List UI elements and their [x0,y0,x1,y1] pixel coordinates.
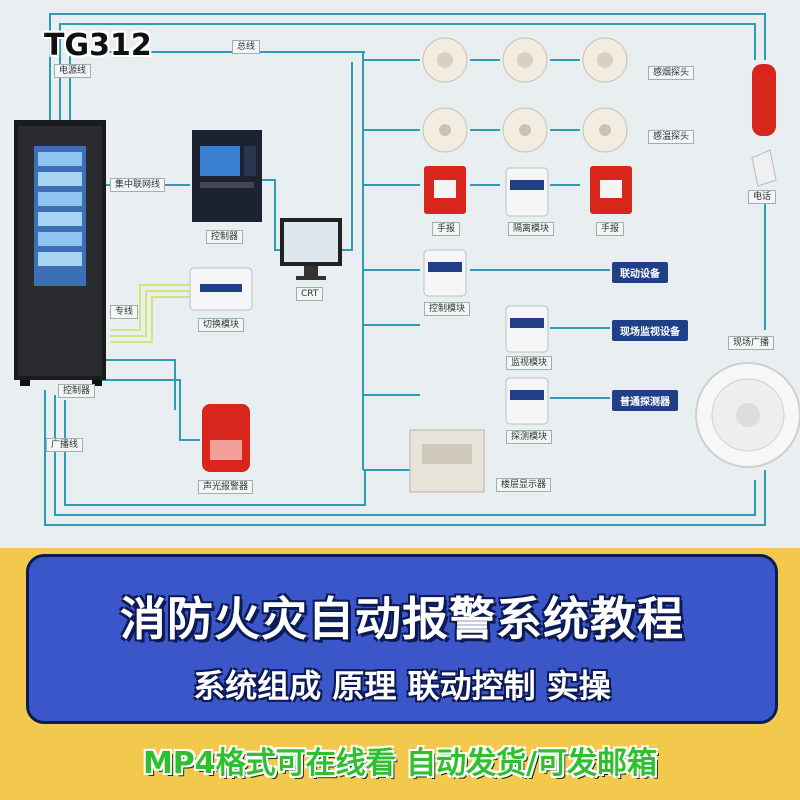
control-cabinet [14,120,106,386]
speaker-device [695,362,800,468]
smoke-detectors [422,37,628,83]
heat-detector-label: 感温探头 [648,130,695,144]
crt-label: CRT [296,287,324,301]
smoke-detector-label: 感烟探头 [648,66,695,80]
product-code: TG312 [44,28,152,63]
heat-detectors [422,107,628,153]
linkage-equipment-box: 联动设备 [612,262,668,283]
controller-device [192,130,262,222]
crt-monitor [280,218,342,280]
isolation-module-label: 隔离模块 [508,222,555,236]
switch-module-device [189,267,253,311]
sound-light-alarm-device [202,404,250,472]
course-subtitle: 系统组成 原理 联动控制 实操 [193,667,611,705]
network-line-label: 集中联网线 [110,178,166,192]
cabinet-controller-label: 控制器 [58,384,96,398]
manual-call-label-right: 手报 [596,222,625,236]
monitor-module-label: 监视模块 [506,356,553,370]
broadcast-line-label: 广播线 [46,438,84,452]
bus-label: 总线 [232,40,261,54]
onsite-monitoring-box: 现场监视设备 [612,320,688,341]
title-banner: 消防火灾自动报警系统教程 系统组成 原理 联动控制 实操 [26,554,778,724]
wiring-svg [14,13,800,526]
phone-device [751,64,777,187]
detector-module-label: 探测模块 [506,430,553,444]
power-line-label: 电源线 [54,64,92,78]
floor-display-label: 楼层显示器 [496,478,552,492]
course-title: 消防火灾自动报警系统教程 [120,592,684,646]
sound-light-alarm-label: 声光报警器 [198,480,254,494]
manual-call-label-left: 手报 [432,222,461,236]
fire-alarm-system-diagram: TG312 总线 电源线 集中联网线 专线 广播线 感烟探头 感温探头 手报 隔… [0,0,800,548]
phone-label: 电话 [748,190,777,204]
ordinary-detector-box: 普通探测器 [612,390,678,411]
speaker-label: 现场广播 [728,336,775,350]
wiring-lines [44,13,766,526]
delivery-note: MP4格式可在线看 自动发货/可发邮箱 [142,746,658,781]
control-module-label: 控制模块 [424,302,471,316]
promo-footer: 消防火灾自动报警系统教程 系统组成 原理 联动控制 实操 MP4格式可在线看 自… [0,548,800,800]
dedicated-line-label: 专线 [110,305,139,319]
dedicated-line [110,284,190,343]
manual-call-points [424,166,632,214]
controller-label: 控制器 [206,230,244,244]
floor-display-device [409,429,485,493]
switch-module-label: 切换模块 [198,318,245,332]
module-boxes [423,167,549,425]
